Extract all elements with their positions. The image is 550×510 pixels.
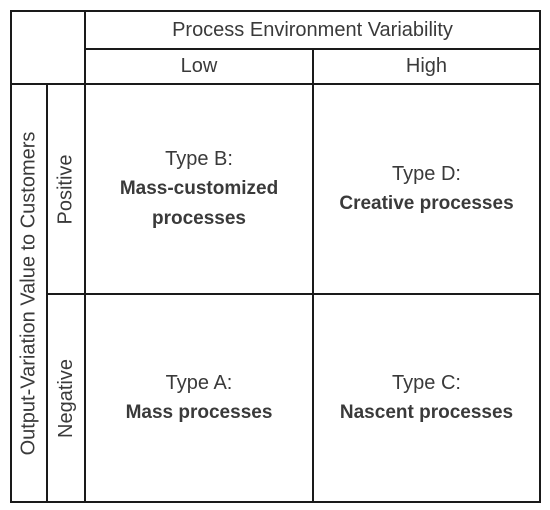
cell-type-label: Type B: [165, 148, 233, 170]
top-border [10, 10, 541, 12]
row-header-positive-text: Positive [54, 153, 77, 225]
cell-positive-high: Type D: Creative processes [314, 85, 539, 293]
row-header-positive: Positive [48, 85, 84, 293]
cell-positive-low: Type B: Mass-customized processes [86, 85, 312, 293]
row-header-negative: Negative [48, 295, 84, 501]
cell-negative-low: Type A: Mass processes [86, 295, 312, 501]
column-divider [312, 48, 314, 503]
right-border [539, 10, 541, 503]
cell-process-name: Nascent processes [339, 402, 514, 423]
cell-negative-high: Type C: Nascent processes [314, 295, 539, 501]
cell-type-label: Type C: [392, 372, 461, 394]
cell-type-label: Type D: [392, 163, 461, 185]
side-divider [46, 83, 48, 503]
bottom-border [10, 501, 541, 503]
cell-process-name: processes [151, 208, 246, 229]
header-bottom-line [10, 83, 541, 85]
process-typology-matrix: Process Environment Variability Low High… [10, 10, 541, 503]
label-column-divider [84, 10, 86, 503]
column-header-high: High [405, 55, 448, 77]
left-border [10, 10, 12, 503]
cell-type-label: Type A: [165, 372, 233, 394]
row-header-negative-text: Negative [54, 358, 77, 438]
row-axis-title-text: Output-Variation Value to Customers [17, 131, 40, 455]
cell-process-name: Creative processes [339, 193, 514, 214]
cell-process-name: Mass processes [125, 402, 273, 423]
row-axis-title: Output-Variation Value to Customers [12, 85, 46, 501]
row-divider [46, 293, 541, 295]
column-header-low: Low [180, 55, 218, 77]
cell-process-name: Mass-customized [119, 178, 279, 199]
column-axis-title: Process Environment Variability [172, 18, 453, 41]
